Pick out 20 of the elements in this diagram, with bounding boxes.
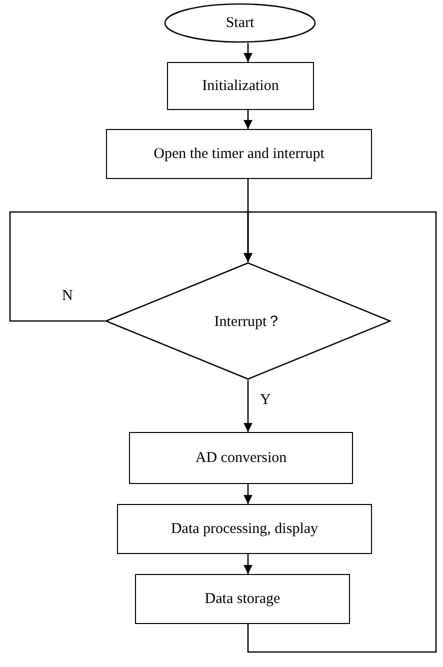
node-label: Interrupt？ <box>214 312 282 330</box>
terminal-ellipse <box>164 3 316 43</box>
node-label: Data processing, display <box>170 520 318 538</box>
arrow <box>244 380 252 432</box>
arrow <box>244 554 252 574</box>
arrow <box>244 484 252 504</box>
process-box <box>167 62 314 110</box>
node-label: Data storage <box>204 590 280 608</box>
node-label: Start <box>226 14 254 32</box>
node-label: AD conversion <box>195 450 287 466</box>
node-label: Initialization <box>202 78 279 94</box>
decision-diamond <box>105 262 391 380</box>
node-label: Open the timer and interrupt <box>154 146 324 162</box>
process-box <box>117 504 372 554</box>
arrow <box>244 211 437 653</box>
arrow <box>244 43 252 62</box>
arrow <box>244 110 252 129</box>
process-box <box>135 574 350 624</box>
process-box <box>106 129 372 179</box>
process-box <box>129 432 353 484</box>
